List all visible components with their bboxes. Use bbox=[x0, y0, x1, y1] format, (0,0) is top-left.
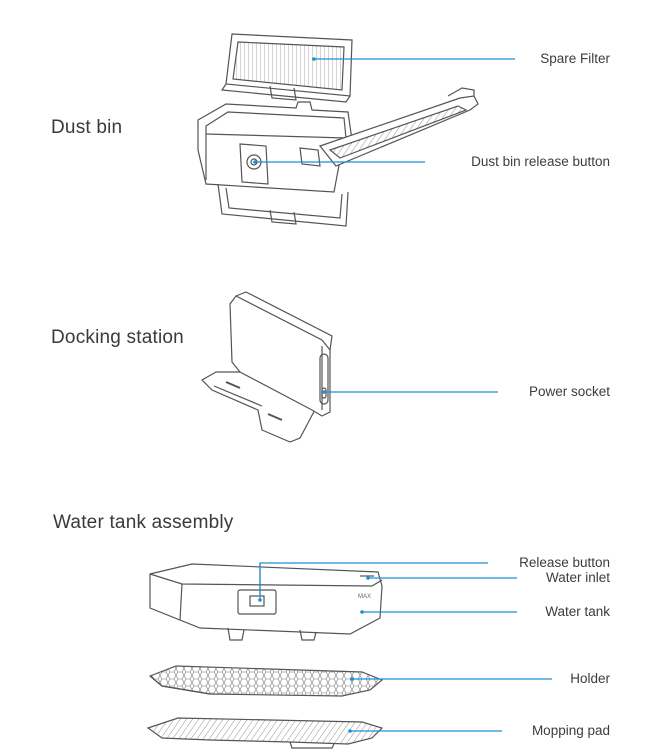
label-dust-bin-release-button: Dust bin release button bbox=[471, 154, 610, 169]
dust-bin-drawing bbox=[197, 87, 479, 227]
holder-drawing bbox=[148, 665, 384, 697]
leader-dot-release-button bbox=[258, 598, 262, 602]
mopping-pad-drawing bbox=[146, 717, 384, 749]
water-tank-assembly-title: Water tank assembly bbox=[53, 512, 234, 533]
label-water-tank: Water tank bbox=[545, 604, 610, 619]
label-power-socket: Power socket bbox=[528, 384, 610, 399]
label-water-inlet: Water inlet bbox=[545, 570, 610, 585]
leader-lines bbox=[253, 57, 552, 733]
spare-filter-drawing bbox=[220, 33, 353, 103]
leader-dot-water-inlet bbox=[366, 576, 370, 580]
leader-dot-spare-filter bbox=[312, 57, 316, 61]
water-tank-drawing bbox=[149, 563, 383, 641]
leader-dot-water-tank bbox=[360, 610, 364, 614]
label-holder: Holder bbox=[570, 671, 610, 686]
max-mark: MAX bbox=[358, 594, 371, 600]
leader-dot-power-socket bbox=[322, 390, 326, 394]
leader-dot-holder bbox=[350, 677, 354, 681]
leader-dot-mopping-pad bbox=[348, 729, 352, 733]
leader-dot-dust-bin-release bbox=[253, 160, 257, 164]
label-mopping-pad: Mopping pad bbox=[531, 723, 610, 738]
docking-station-title: Docking station bbox=[51, 327, 184, 348]
label-spare-filter: Spare Filter bbox=[540, 51, 610, 66]
leader-release-button bbox=[259, 562, 488, 600]
dust-bin-title: Dust bin bbox=[51, 117, 123, 138]
label-release-button: Release button bbox=[519, 555, 610, 570]
docking-station-drawing bbox=[201, 291, 333, 443]
